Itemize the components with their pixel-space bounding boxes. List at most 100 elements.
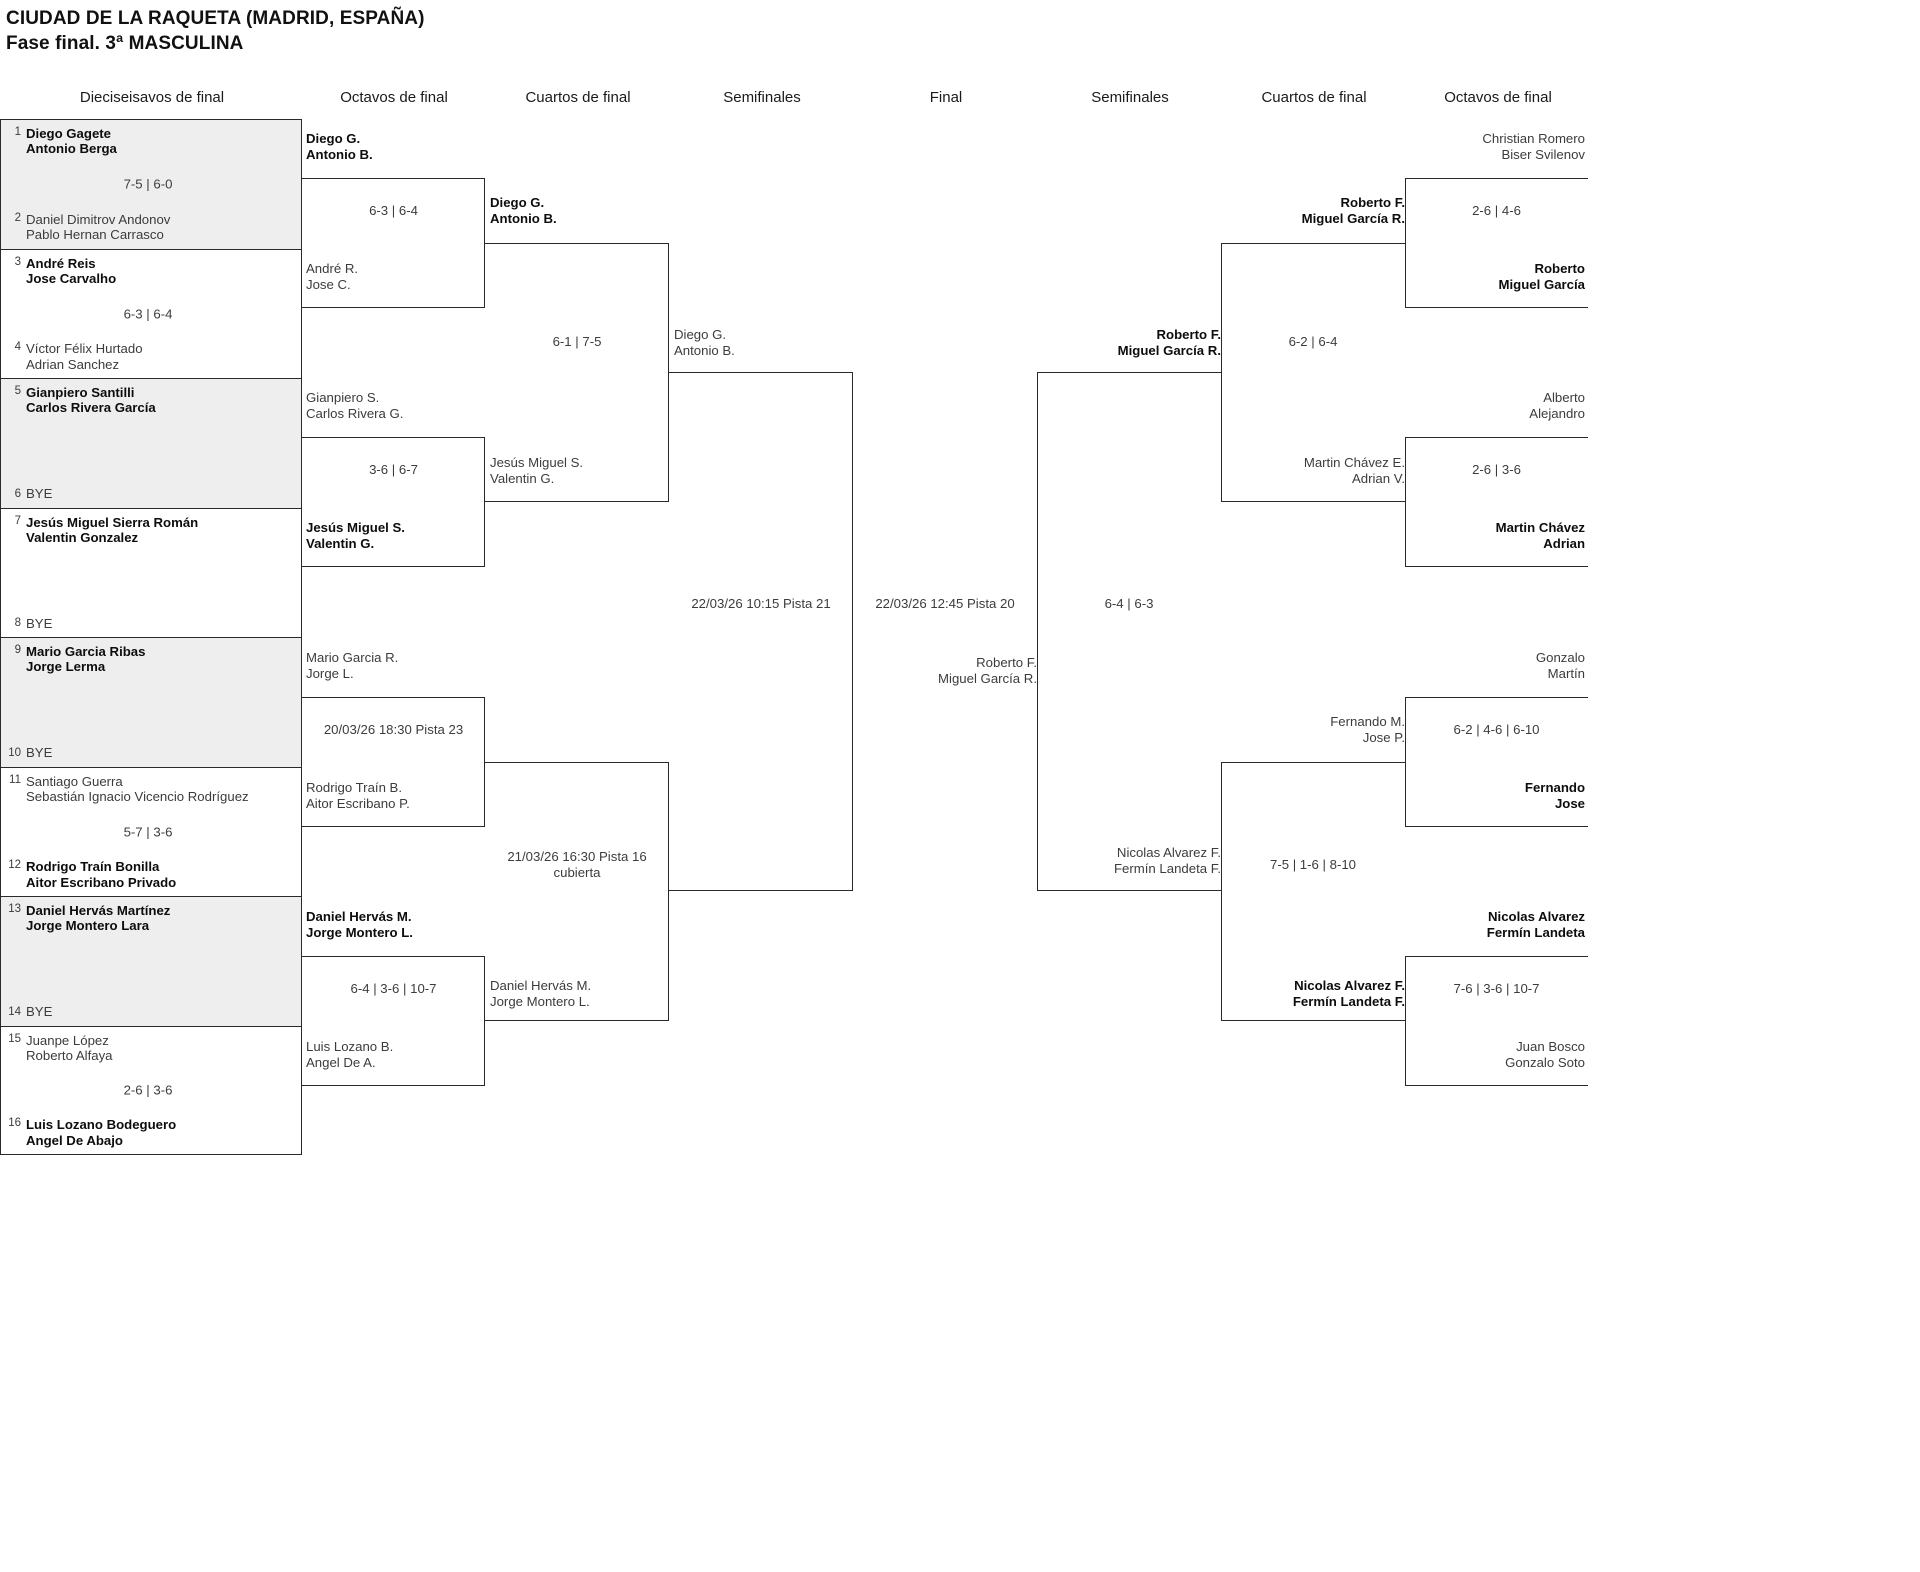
seed-bye-label: BYE	[26, 486, 53, 502]
seed-block-right-border	[300, 379, 302, 508]
seed-block-right-border	[300, 1026, 302, 1154]
connector-final-right	[1037, 372, 1221, 891]
score-left-octavos-2: 3-6 | 6-7	[369, 462, 418, 477]
connector-right-octavos-1	[1405, 178, 1588, 308]
match-pair-left-cuartos-1b: Jesús Miguel S. Valentin G.	[490, 455, 584, 486]
match-pair-right-octavos-1b: Roberto Miguel García	[1498, 261, 1585, 292]
match-pair-right-octavos-2a: Alberto Alejandro	[1529, 390, 1585, 421]
connector-left-semifinal	[669, 372, 853, 891]
seed-entry[interactable]: 6 BYE	[6, 486, 298, 501]
connector-left-octavos-4	[302, 956, 485, 1086]
player-name: Sebastián Ignacio Vicencio Rodríguez	[26, 788, 249, 804]
connector-right-octavos-3	[1405, 697, 1588, 827]
connector-left-octavos-3	[302, 697, 485, 827]
seed-block-right-border	[300, 897, 302, 1026]
tournament-phase-title: Fase final. 3ª MASCULINA	[6, 33, 244, 54]
round-header-cuartos-left: Cuartos de final	[525, 89, 631, 106]
connector-left-octavos-2	[302, 437, 485, 567]
connector-left-cuartos-2	[485, 762, 669, 1021]
seed-bye-label: BYE	[26, 615, 53, 631]
player-name: Luis Lozano Bodeguero	[26, 1117, 177, 1133]
seed-number: 6	[14, 487, 21, 500]
match-pair-right-cuartos-1b: Martin Chávez E. Adrian V.	[1303, 455, 1405, 486]
match-pair-left-octavos-2b: Jesús Miguel S. Valentin G.	[306, 520, 405, 551]
connector-final-left	[853, 372, 1037, 891]
score-left-cuartos-1: 6-1 | 7-5	[552, 334, 602, 349]
player-name: André Reis	[26, 255, 96, 271]
player-name: Aitor Escribano Privado	[26, 874, 177, 890]
player-name: Jorge Montero Lara	[26, 918, 150, 934]
player-name: Carlos Rivera García	[26, 400, 156, 416]
seed-match-score: 6-3 | 6-4	[123, 306, 173, 322]
seed-number: 10	[8, 746, 21, 759]
player-name: Adrian Sanchez	[26, 356, 120, 372]
score-right-octavos-2: 2-6 | 3-6	[1472, 462, 1521, 477]
connector-right-octavos-2	[1405, 437, 1588, 567]
seed-match-score: 7-5 | 6-0	[123, 176, 173, 192]
seed-number: 12	[8, 859, 21, 872]
player-name: Jesús Miguel Sierra Román	[26, 514, 199, 530]
score-final: 22/03/26 12:45 Pista 20	[875, 596, 1015, 611]
score-right-cuartos-1: 6-2 | 6-4	[1288, 334, 1338, 349]
seed-block-left-border	[0, 508, 2, 637]
match-pair-left-octavos-2a: Gianpiero S. Carlos Rivera G.	[306, 390, 404, 421]
seed-match-score: 5-7 | 3-6	[123, 824, 173, 840]
seed-number: 14	[8, 1005, 21, 1018]
player-name: Daniel Hervás Martínez	[26, 903, 171, 918]
round-header-octavos-right: Octavos de final	[1444, 89, 1552, 106]
match-pair-right-octavos-2b: Martin Chávez Adrian	[1495, 520, 1585, 551]
score-left-cuartos-2: 21/03/26 16:30 Pista 16 cubierta	[507, 849, 647, 880]
player-name: Santiago Guerra	[26, 773, 123, 789]
player-name: Daniel Dimitrov Andonov	[26, 211, 171, 227]
seed-number: 9	[14, 644, 21, 656]
player-name: Diego Gagete	[26, 126, 112, 141]
seed-entry[interactable]: 8 BYE	[6, 616, 298, 631]
seed-block-left-border	[0, 249, 2, 378]
round-header-semifinales-left: Semifinales	[723, 89, 801, 106]
seed-number: 4	[14, 341, 21, 354]
match-pair-right-semifinal-2: Nicolas Alvarez F. Fermín Landeta F.	[1113, 845, 1221, 876]
page-title: CIUDAD DE LA RAQUETA (MADRID, ESPAÑA) Fa…	[6, 6, 425, 56]
player-name: Víctor Félix Hurtado	[26, 341, 143, 357]
connector-right-octavos-4	[1405, 956, 1588, 1086]
match-pair-left-cuartos-2b: Daniel Hervás M. Jorge Montero L.	[490, 978, 592, 1009]
player-name: Mario Garcia Ribas	[26, 644, 146, 659]
match-pair-left-octavos-4a: Daniel Hervás M. Jorge Montero L.	[306, 909, 413, 940]
seed-number: 8	[14, 617, 21, 630]
match-pair-right-octavos-1a: Christian Romero Biser Svilenov	[1482, 131, 1585, 162]
match-pair-left-semifinal: Diego G. Antonio B.	[674, 327, 735, 358]
seed-number: 11	[9, 773, 21, 786]
connector-left-cuartos-1	[485, 243, 669, 502]
